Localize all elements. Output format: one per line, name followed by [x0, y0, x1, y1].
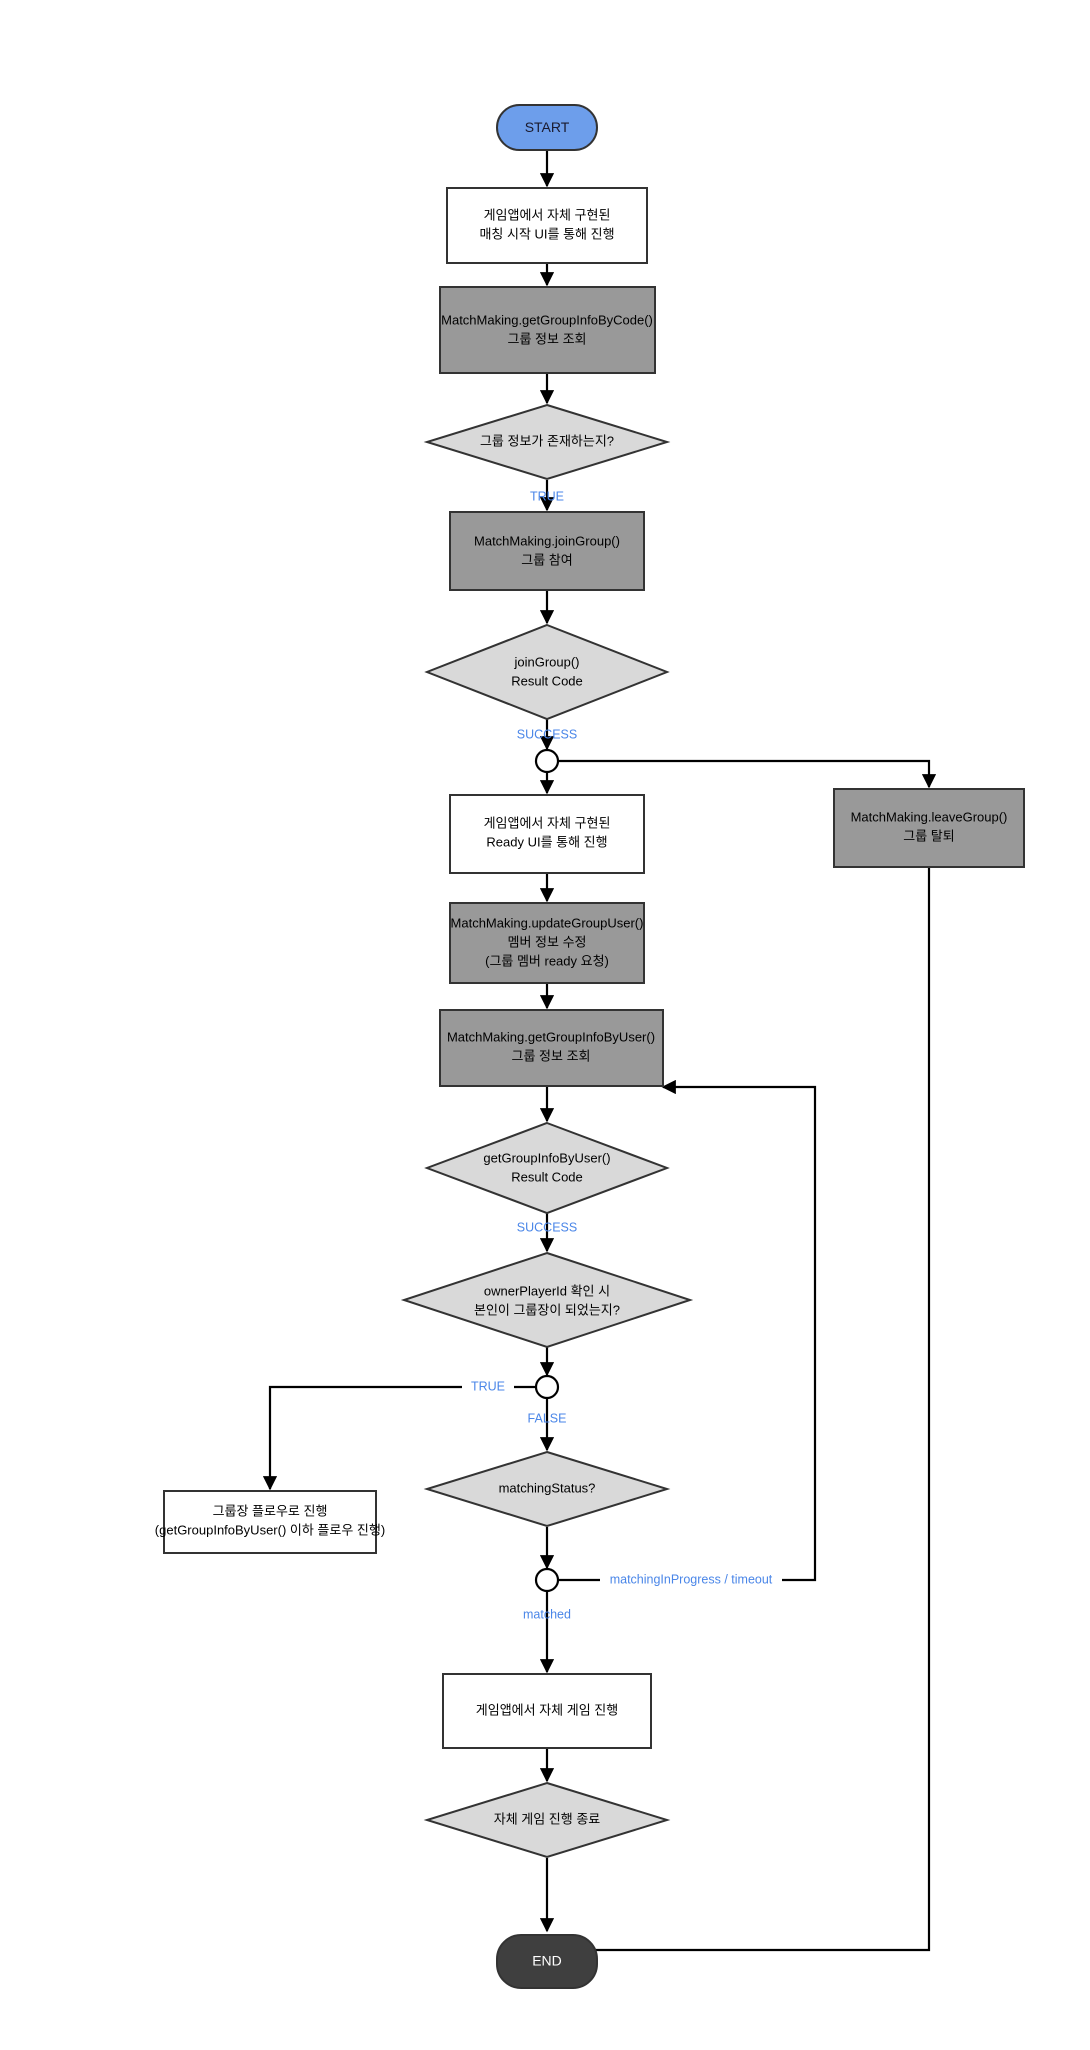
node-group-owner-flow[interactable]: 그룹장 플로우로 진행 (getGroupInfoByUser() 이하 플로우… [155, 1490, 385, 1554]
leave-group-shape[interactable] [833, 788, 1025, 868]
update-group-user-line2: 멤버 정보 수정 [508, 934, 587, 949]
start-label: START [525, 119, 570, 135]
get-group-info-by-user-result-line2: Result Code [511, 1169, 583, 1184]
start-shape[interactable] [496, 104, 598, 151]
matching-start-ui-line1: 게임앱에서 자체 구현된 [484, 207, 611, 222]
matching-start-ui-line2: 매칭 시작 UI를 통해 진행 [479, 226, 614, 241]
edge-leavegroup-to-end [547, 867, 931, 1952]
end-shape[interactable] [496, 1934, 598, 1989]
node-start[interactable]: START [496, 104, 598, 151]
label-success-join: SUCCESS [517, 727, 577, 741]
owner-player-id-check-shape[interactable] [400, 1251, 694, 1349]
group-info-exists-label: 그룹 정보가 존재하는지? [480, 433, 614, 448]
get-group-info-by-user-result-line1: getGroupInfoByUser() [483, 1150, 610, 1165]
get-group-info-by-code-shape[interactable] [439, 286, 656, 374]
ready-ui-line1: 게임앱에서 자체 구현된 [484, 815, 611, 830]
node-join-group[interactable]: MatchMaking.joinGroup() 그룹 참여 [449, 511, 645, 591]
join-group-line2: 그룹 참여 [521, 552, 572, 567]
junction-join-success[interactable] [534, 748, 560, 774]
leave-group-line2: 그룹 탈퇴 [903, 828, 954, 843]
own-game-progress-label: 게임앱에서 자체 게임 진행 [476, 1702, 618, 1717]
label-matching-inprogress-timeout: matchingInProgress / timeout [610, 1572, 773, 1586]
ready-ui-shape[interactable] [449, 794, 645, 874]
group-owner-flow-line1: 그룹장 플로우로 진행 [213, 1503, 328, 1518]
end-label: END [532, 1953, 562, 1969]
label-true-owner-backing [462, 1378, 514, 1396]
leave-group-line1: MatchMaking.leaveGroup() [851, 809, 1008, 824]
node-leave-group[interactable]: MatchMaking.leaveGroup() 그룹 탈퇴 [833, 788, 1025, 868]
update-group-user-line3: (그룹 멤버 ready 요청) [485, 953, 609, 968]
node-get-group-info-by-code[interactable]: MatchMaking.getGroupInfoByCode() 그룹 정보 조… [439, 286, 656, 374]
owner-player-id-check-line2: 본인이 그룹장이 되었는지? [474, 1302, 620, 1317]
own-game-progress-shape[interactable] [442, 1673, 652, 1749]
node-join-group-result[interactable]: joinGroup() Result Code [424, 623, 670, 721]
update-group-user-shape[interactable] [449, 902, 645, 984]
node-matching-start-ui[interactable]: 게임앱에서 자체 구현된 매칭 시작 UI를 통해 진행 [446, 187, 648, 264]
get-group-info-by-user-shape[interactable] [439, 1009, 664, 1087]
node-group-info-exists[interactable]: 그룹 정보가 존재하는지? [423, 403, 671, 481]
join-group-result-shape[interactable] [424, 623, 670, 721]
own-game-end-label: 자체 게임 진행 종료 [494, 1811, 601, 1826]
label-true-owner: TRUE [471, 1379, 505, 1393]
group-owner-flow-shape[interactable] [163, 1490, 377, 1554]
node-ready-ui[interactable]: 게임앱에서 자체 구현된 Ready UI를 통해 진행 [449, 794, 645, 874]
get-group-info-by-user-line1: MatchMaking.getGroupInfoByUser() [447, 1029, 655, 1044]
node-own-game-progress[interactable]: 게임앱에서 자체 게임 진행 [442, 1673, 652, 1749]
matching-start-ui-shape[interactable] [446, 187, 648, 264]
get-group-info-by-code-line2: 그룹 정보 조회 [508, 331, 587, 346]
node-update-group-user[interactable]: MatchMaking.updateGroupUser() 멤버 정보 수정 (… [449, 902, 645, 984]
owner-player-id-check-line1: ownerPlayerId 확인 시 [484, 1283, 610, 1298]
group-owner-flow-line2: (getGroupInfoByUser() 이하 플로우 진행) [155, 1522, 385, 1537]
join-group-shape[interactable] [449, 511, 645, 591]
get-group-info-by-user-line2: 그룹 정보 조회 [512, 1048, 591, 1063]
update-group-user-line1: MatchMaking.updateGroupUser() [451, 915, 644, 930]
label-matched: matched [523, 1607, 571, 1621]
node-end[interactable]: END [496, 1934, 598, 1989]
join-group-line1: MatchMaking.joinGroup() [474, 533, 620, 548]
node-matching-status[interactable]: matchingStatus? [423, 1450, 671, 1528]
node-get-group-info-by-user-result[interactable]: getGroupInfoByUser() Result Code [424, 1121, 670, 1215]
own-game-end-shape[interactable] [423, 1781, 671, 1859]
node-get-group-info-by-user[interactable]: MatchMaking.getGroupInfoByUser() 그룹 정보 조… [439, 1009, 664, 1087]
get-group-info-by-code-line1: MatchMaking.getGroupInfoByCode() [441, 312, 653, 327]
label-true-group-exists: TRUE [530, 489, 564, 503]
junction-matching-status[interactable] [534, 1567, 560, 1593]
edge-owner-true-to-ownerflow [262, 1385, 535, 1491]
group-info-exists-shape[interactable] [423, 403, 671, 481]
junction-owner-check[interactable] [534, 1374, 560, 1400]
label-matching-inprogress-backing [600, 1571, 782, 1589]
label-false-owner: FALSE [528, 1411, 567, 1425]
node-own-game-end[interactable]: 자체 게임 진행 종료 [423, 1781, 671, 1859]
ready-ui-line2: Ready UI를 통해 진행 [486, 834, 607, 849]
join-group-result-line1: joinGroup() [513, 654, 579, 669]
join-group-result-line2: Result Code [511, 673, 583, 688]
edge-junction-to-leavegroup [559, 759, 937, 789]
edge-labels-layer: TRUE SUCCESS SUCCESS TRUE FALSE matching… [462, 489, 782, 1621]
matching-status-label: matchingStatus? [499, 1480, 596, 1495]
get-group-info-by-user-result-shape[interactable] [424, 1121, 670, 1215]
label-success-getinfo: SUCCESS [517, 1220, 577, 1234]
node-owner-player-id-check[interactable]: ownerPlayerId 확인 시 본인이 그룹장이 되었는지? [400, 1251, 694, 1349]
matching-status-shape[interactable] [423, 1450, 671, 1528]
